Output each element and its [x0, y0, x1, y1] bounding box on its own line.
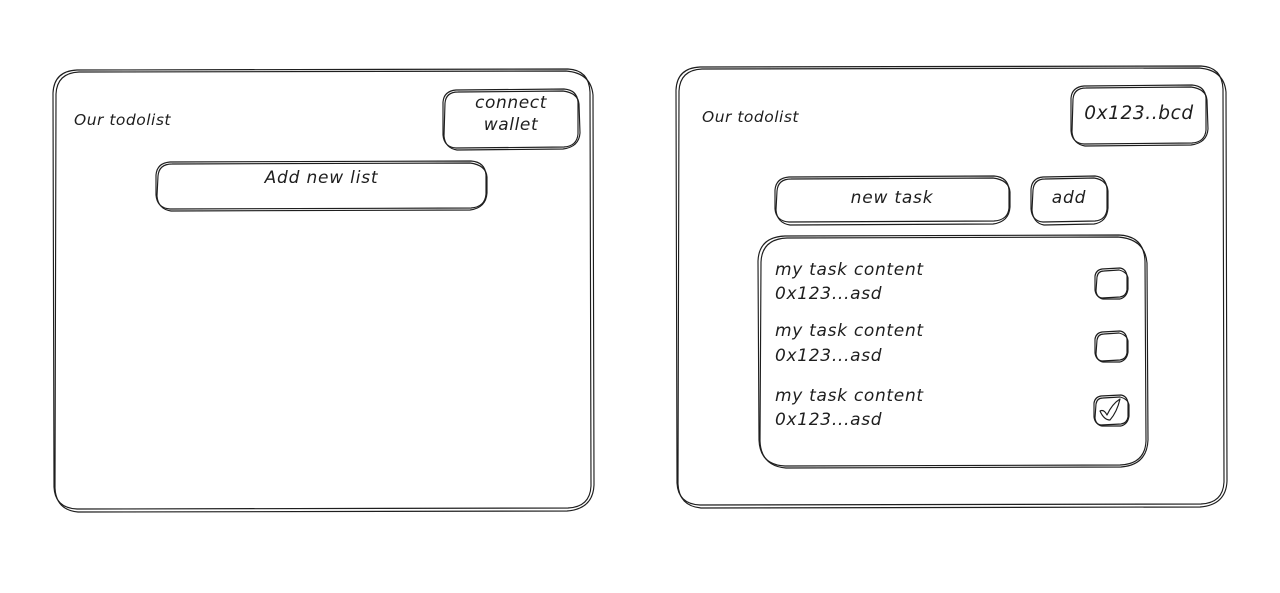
task-row-3[interactable]: [765, 379, 1085, 435]
task-content-3: my task content: [775, 386, 924, 406]
add-new-list-label: Add new list: [264, 168, 379, 188]
task-content-2: my task content: [775, 321, 924, 341]
connect-wallet-button[interactable]: [443, 88, 580, 151]
task-checkbox-3[interactable]: [1092, 393, 1131, 428]
task-owner-2: 0x123...asd: [775, 346, 883, 366]
add-new-list-button[interactable]: [156, 160, 487, 212]
task-checkbox-2[interactable]: [1093, 329, 1130, 364]
task-content-1: my task content: [775, 260, 924, 280]
connect-wallet-label-line2: wallet: [483, 115, 539, 135]
task-row-2[interactable]: [765, 314, 1085, 370]
new-task-input[interactable]: [775, 175, 1011, 226]
wallet-address-label: 0x123..bcd: [1084, 103, 1194, 124]
connect-wallet-label-line1: connect: [475, 93, 547, 113]
page-title-left: Our todolist: [74, 111, 171, 129]
add-task-button[interactable]: [1031, 175, 1109, 226]
task-row-1[interactable]: [765, 252, 1085, 308]
task-owner-3: 0x123...asd: [775, 410, 883, 430]
task-owner-1: 0x123...asd: [775, 284, 883, 304]
add-button-label: add: [1051, 188, 1087, 208]
task-checkbox-1[interactable]: [1093, 266, 1130, 301]
page-title-right: Our todolist: [702, 108, 799, 126]
new-task-input-value: new task: [850, 188, 934, 208]
wallet-address-chip[interactable]: [1071, 84, 1208, 147]
